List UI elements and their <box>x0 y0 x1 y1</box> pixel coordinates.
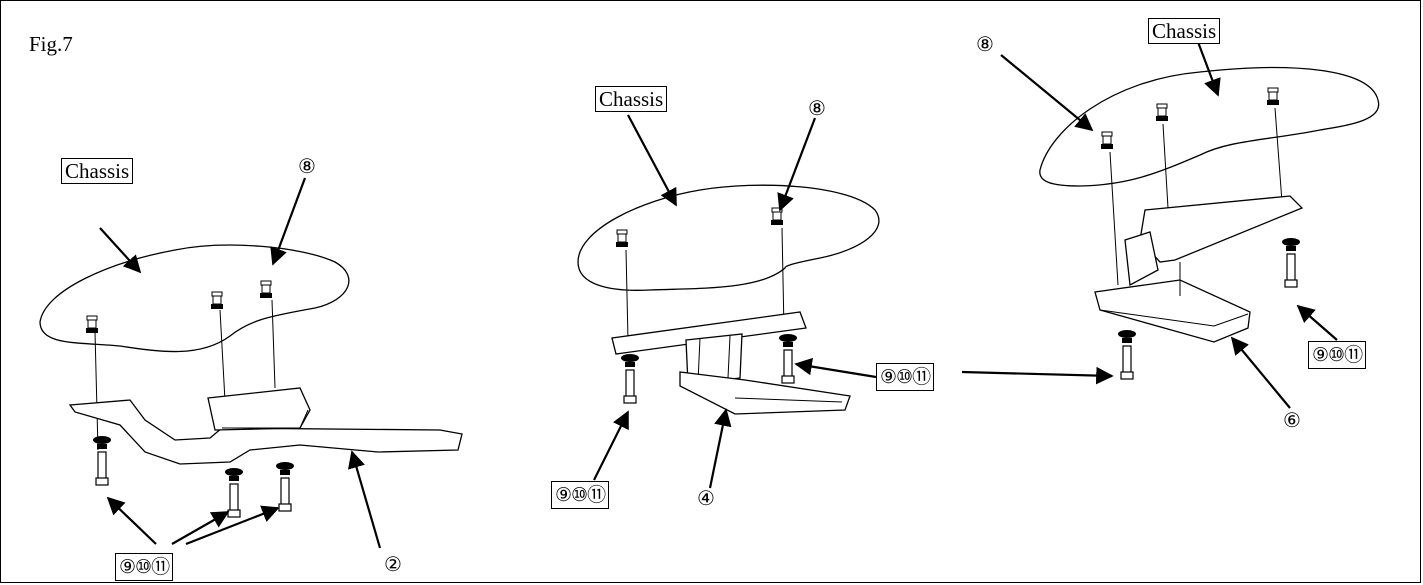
view-1-assembly <box>39 177 463 549</box>
mount-callout-view-3: ⑧ <box>976 32 994 56</box>
chassis-outline-1 <box>39 244 350 353</box>
mount-callout-view-1: ⑧ <box>298 154 316 178</box>
chassis-label-view-2: Chassis <box>595 86 668 112</box>
chassis-outline-2 <box>577 184 880 291</box>
view-3-assembly <box>1000 41 1380 409</box>
bracket-callout-view-1: ② <box>384 552 402 576</box>
chassis-outline-3 <box>1039 66 1380 187</box>
bolt-set-label-view-2-3-shared: ⑨⑩⑪ <box>876 363 935 391</box>
bolt-set-label-view-2-lower: ⑨⑩⑪ <box>551 481 610 509</box>
mount-callout-view-2: ⑧ <box>808 96 826 120</box>
view-2-assembly <box>577 114 1114 489</box>
chassis-label-view-3: Chassis <box>1148 18 1221 44</box>
chassis-label-view-1: Chassis <box>61 158 134 184</box>
bolt-set-label-view-3: ⑨⑩⑪ <box>1308 341 1367 369</box>
figure-title: Fig.7 <box>29 32 73 56</box>
bolt-set-label-view-1: ⑨⑩⑪ <box>115 553 174 581</box>
bracket-callout-view-2: ④ <box>697 486 715 510</box>
bracket-callout-view-3: ⑥ <box>1283 408 1301 432</box>
